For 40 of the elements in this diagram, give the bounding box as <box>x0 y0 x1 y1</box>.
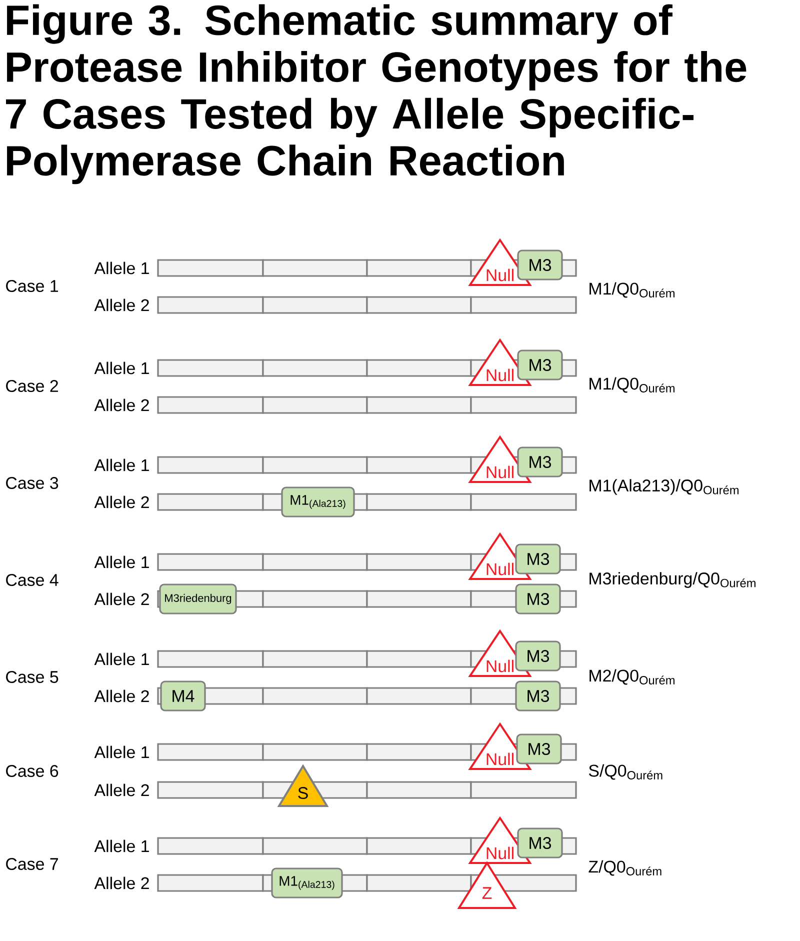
case-label: Case 5 <box>6 671 58 683</box>
variant-box: M3 <box>515 544 561 574</box>
genotype-label: Z/Q0$_{Ourém}$ <box>588 860 662 876</box>
genotype-label: M3riedenburg/Q0$_{Ourém}$ <box>590 572 756 588</box>
variant-box: M3 <box>516 734 562 764</box>
case-label: Case 6 <box>6 765 58 777</box>
allele-label: Allele 1 <box>94 652 149 666</box>
genotype-label: M1(Ala213)/Q0$_{Ourém}$ <box>590 479 738 495</box>
variant-box: M3 <box>515 640 561 672</box>
allele-label: Allele 1 <box>94 556 149 568</box>
allele-label: Allele 2 <box>94 398 149 412</box>
allele-label: Allele 1 <box>94 746 149 758</box>
genotype-label: S/Q0$_{Ourém}$ <box>588 764 662 780</box>
variant-box: M3riedenburg <box>159 584 237 614</box>
variant-box: M3 <box>517 828 563 858</box>
allele-label: Allele 2 <box>94 784 149 796</box>
case-label: Case 4 <box>6 574 58 586</box>
genotype-label: M1/Q0$_{Ourém}$ <box>590 377 674 393</box>
variant-box: M3 <box>517 446 563 478</box>
genotype-label: M1/Q0$_{Ourém}$ <box>590 282 674 298</box>
allele-label: Allele 2 <box>94 876 149 890</box>
variant-box: M3 <box>517 350 563 380</box>
variant-box: M3 <box>517 250 563 280</box>
allele-label: Allele 2 <box>94 298 149 312</box>
variant-box: M1$_{(Ala213)}$ <box>271 868 343 898</box>
case-label: Case 2 <box>6 380 58 392</box>
case-label: Case 7 <box>6 858 58 870</box>
allele-label: Allele 1 <box>94 840 149 852</box>
variant-box: M3 <box>515 680 561 712</box>
case-label: Case 3 <box>6 477 58 489</box>
allele-label: Allele 2 <box>94 496 149 508</box>
allele-label: Allele 1 <box>94 458 149 472</box>
variant-box: M4 <box>160 680 206 712</box>
variant-box: M1$_{(Ala213)}$ <box>281 486 355 518</box>
figure-title: Figure 3. Schematic summary of Protease Inhibitor Genotypes for the 7 Cases Tested by Allele Specific-Polymerase Chain Reaction <box>6 4 746 184</box>
allele-label: Allele 1 <box>94 362 149 374</box>
case-label: Case 1 <box>6 280 58 292</box>
variant-box: M3 <box>515 584 561 614</box>
genotype-label: M2/Q0$_{Ourém}$ <box>590 669 674 685</box>
allele-label: Allele 1 <box>94 262 149 274</box>
